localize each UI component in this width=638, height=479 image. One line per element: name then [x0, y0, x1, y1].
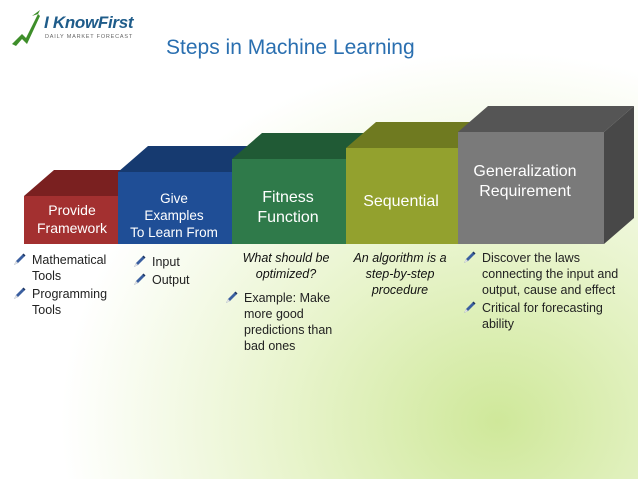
step-label-line: Requirement: [479, 183, 571, 200]
step-front-sequential: [346, 148, 458, 244]
step-label-line: Provide: [48, 202, 96, 218]
logo-name: I KnowFirst: [44, 13, 134, 32]
logo: I KnowFirst DAILY MARKET FORECAST: [8, 6, 138, 50]
step-top-framework: [24, 170, 148, 196]
list-item: Discover the laws connecting the input a…: [462, 250, 636, 298]
step-top-fitness: [232, 133, 376, 159]
sequential-note: An algorithm is a step-by-step procedure: [353, 251, 447, 297]
list-item: Critical for forecasting ability: [462, 300, 636, 332]
step-label-line: To Learn From: [130, 224, 218, 240]
step-label-line: Examples: [144, 207, 204, 223]
list-item: Programming Tools: [12, 286, 116, 318]
step-label-line: Generalization: [473, 163, 577, 180]
list-item: Example: Make more good predictions than…: [224, 290, 342, 354]
fitness-question: What should be optimized?: [242, 251, 330, 281]
step-label-line: Sequential: [363, 193, 439, 210]
list-item: Output: [132, 272, 232, 288]
list-item-text: Programming Tools: [32, 287, 108, 317]
list-item: Mathematical Tools: [12, 252, 116, 284]
step-label-line: Framework: [36, 219, 107, 236]
step-top-examples: [118, 146, 262, 172]
list-item-text: Input: [152, 255, 180, 269]
step-front-fitness: [232, 159, 346, 244]
step-side-generalization: [604, 106, 634, 244]
fitness-bullets: Example: Make more good predictions than…: [224, 290, 342, 356]
step-label-sequential: Sequential: [344, 192, 458, 212]
logo-mark-icon: [12, 10, 40, 46]
list-item-text: Example: Make more good predictions than…: [244, 291, 333, 353]
step-top-generalization: [458, 106, 634, 132]
logo-tagline: DAILY MARKET FORECAST: [45, 34, 134, 40]
step-label-line: Function: [257, 209, 319, 226]
step-top-sequential: [346, 122, 488, 148]
generalization-bullets: Discover the laws connecting the input a…: [462, 250, 636, 334]
step-front-generalization: [458, 132, 604, 244]
list-item-text: Mathematical Tools: [32, 253, 107, 283]
slide-title: Steps in Machine Learning: [166, 36, 415, 59]
list-item-text: Critical for forecasting ability: [482, 301, 603, 331]
list-item-text: Output: [152, 273, 190, 287]
step-front-examples: [118, 172, 232, 244]
list-item: Input: [132, 254, 232, 270]
step-label-line: Fitness: [262, 189, 314, 206]
step-front-framework: [24, 196, 118, 244]
step-label-line: Give: [160, 191, 188, 206]
list-item-text: Discover the laws connecting the input a…: [482, 251, 619, 297]
